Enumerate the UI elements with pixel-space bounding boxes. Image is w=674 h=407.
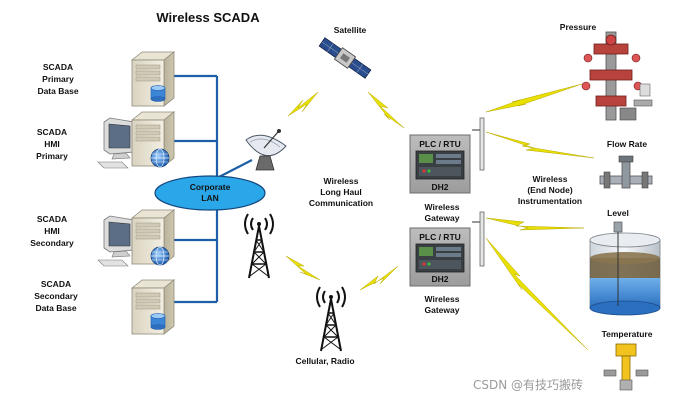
svg-text:Wireless: Wireless — [533, 174, 568, 184]
satellite-icon — [318, 37, 372, 79]
svg-text:Gateway: Gateway — [425, 213, 460, 223]
link-satellite-gateway — [367, 91, 405, 129]
svg-text:HMI: HMI — [44, 139, 60, 149]
cellular-label: Cellular, Radio — [295, 356, 354, 366]
svg-text:PLC / RTU: PLC / RTU — [419, 139, 461, 149]
diagram-title: Wireless SCADA — [156, 10, 260, 25]
flow-meter-icon — [599, 155, 653, 189]
link-gateway-temperature — [485, 237, 589, 351]
link-dish-satellite — [287, 91, 319, 117]
svg-text:DH2: DH2 — [431, 274, 448, 284]
lightning-links — [285, 83, 595, 351]
link-tower-cellular — [285, 255, 321, 281]
primary-db-server-icon — [131, 51, 175, 107]
svg-text:Data Base: Data Base — [35, 303, 76, 313]
cellular-tower-icon — [316, 286, 346, 352]
svg-text:(End Node): (End Node) — [527, 185, 572, 195]
satellite-dish-icon — [245, 129, 287, 171]
hmi-secondary-computer-icon — [97, 209, 175, 267]
svg-text:SCADA: SCADA — [37, 214, 67, 224]
watermark: CSDN @有技巧搬砖 — [473, 377, 583, 392]
label-end-node: Wireless (End Node) Instrumentation — [518, 174, 582, 206]
svg-text:Primary: Primary — [42, 74, 74, 84]
svg-text:Wireless: Wireless — [425, 294, 460, 304]
link-gateway-flow — [485, 131, 595, 159]
level-label: Level — [607, 208, 629, 218]
label-hmi-secondary: SCADA HMI Secondary — [30, 214, 74, 248]
label-long-haul: Wireless Long Haul Communication — [309, 176, 373, 208]
temperature-sensor-icon — [603, 343, 649, 391]
svg-text:Primary: Primary — [36, 151, 68, 161]
satellite-label: Satellite — [334, 25, 367, 35]
gateway-bottom: PLC / RTU DH2 Wireless Gateway — [409, 211, 485, 315]
hmi-primary-computer-icon — [97, 111, 175, 169]
corporate-lan: Corporate LAN — [154, 175, 266, 211]
flow-rate-label: Flow Rate — [607, 139, 647, 149]
svg-text:SCADA: SCADA — [41, 279, 71, 289]
svg-text:Gateway: Gateway — [425, 305, 460, 315]
radio-tower-icon — [244, 213, 274, 279]
svg-text:Instrumentation: Instrumentation — [518, 196, 582, 206]
svg-text:LAN: LAN — [201, 193, 218, 203]
link-gateway-pressure — [485, 83, 583, 113]
label-secondary-db: SCADA Secondary Data Base — [34, 279, 78, 313]
svg-text:Wireless: Wireless — [425, 202, 460, 212]
link-cellular-gateway — [359, 265, 399, 291]
svg-text:Wireless: Wireless — [324, 176, 359, 186]
label-hmi-primary: SCADA HMI Primary — [36, 127, 68, 161]
svg-text:DH2: DH2 — [431, 182, 448, 192]
svg-text:SCADA: SCADA — [43, 62, 73, 72]
level-tank-icon — [589, 221, 661, 316]
svg-text:PLC / RTU: PLC / RTU — [419, 232, 461, 242]
svg-text:Communication: Communication — [309, 198, 373, 208]
gateway-top: PLC / RTU DH2 Wireless Gateway — [409, 117, 485, 223]
svg-text:SCADA: SCADA — [37, 127, 67, 137]
secondary-db-server-icon — [131, 279, 175, 335]
pressure-label: Pressure — [560, 22, 597, 32]
svg-text:HMI: HMI — [44, 226, 60, 236]
svg-text:Corporate: Corporate — [190, 182, 231, 192]
svg-text:Secondary: Secondary — [30, 238, 74, 248]
svg-text:Long Haul: Long Haul — [320, 187, 362, 197]
label-primary-db: SCADA Primary Data Base — [37, 62, 78, 96]
pressure-wellhead-icon — [581, 31, 653, 121]
temperature-label: Temperature — [602, 329, 653, 339]
svg-text:Secondary: Secondary — [34, 291, 78, 301]
link-gateway-level — [485, 217, 585, 231]
svg-text:Data Base: Data Base — [37, 86, 78, 96]
